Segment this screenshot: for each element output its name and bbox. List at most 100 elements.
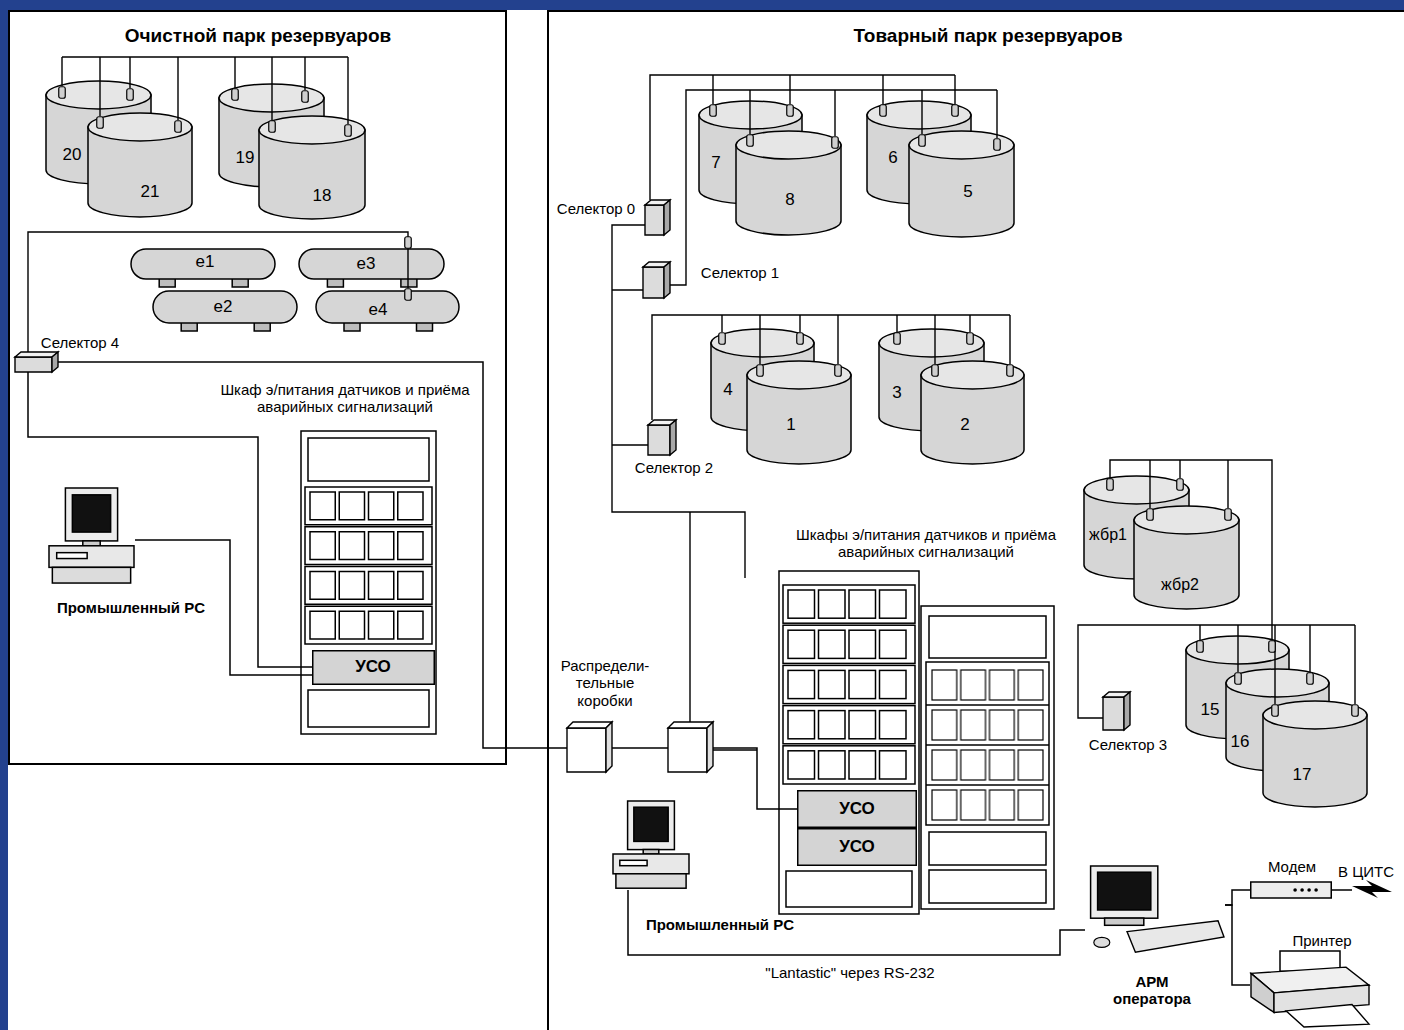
- pc-node: Промышленный PC: [612, 800, 690, 890]
- level-sensors: [1197, 641, 1204, 653]
- arm-shape: [1085, 865, 1225, 955]
- cabinet-shape: [308, 690, 429, 727]
- cabinet-shape: [783, 585, 915, 623]
- cabinet-shape: [783, 625, 915, 663]
- level-sensors: [405, 289, 412, 301]
- cabinet-shape: [788, 670, 815, 698]
- arm-shape: [1127, 921, 1224, 953]
- pc-shape: [616, 874, 686, 888]
- junction-box: [668, 722, 713, 728]
- level-sensors: [1352, 705, 1359, 717]
- pc-shape: [634, 807, 668, 841]
- pc-shape: [48, 487, 135, 585]
- pc-shape: [57, 553, 87, 559]
- cabinet-shape: [398, 572, 423, 600]
- node-label: 21: [141, 182, 160, 202]
- power-cabinet: [926, 744, 1049, 746]
- connector-layer: [28, 362, 1250, 985]
- cabinet-shape: [880, 590, 907, 618]
- node-label: 8: [785, 190, 794, 210]
- selector-shape: [645, 205, 664, 235]
- node-label: е1: [196, 252, 215, 272]
- junction-box: [707, 722, 713, 772]
- node-label: АРМ оператора: [1097, 973, 1207, 1008]
- power-cabinet: [926, 704, 1049, 706]
- level-sensors: [994, 139, 1001, 151]
- cabinet-shape: [819, 711, 846, 739]
- level-sensors: [1147, 509, 1154, 521]
- node-label: Селектор 4: [41, 334, 119, 351]
- vessel-node: е1: [130, 248, 276, 288]
- tank-shape: [1084, 476, 1189, 504]
- modem-shape: [1250, 880, 1332, 900]
- selector-node: Селектор 2: [648, 420, 676, 455]
- cabinet-shape: [779, 571, 919, 914]
- level-sensors: [1007, 365, 1014, 377]
- selector-node: Селектор 4: [15, 352, 58, 372]
- node-label: е3: [357, 254, 376, 274]
- vessel-node: е4: [315, 290, 460, 332]
- level-sensors: [405, 237, 412, 249]
- node-label: жбр1: [1089, 526, 1127, 544]
- node-label: Распредели- тельные коробки: [556, 657, 654, 709]
- pc-shape: [52, 567, 130, 583]
- tank-shape: [259, 116, 365, 144]
- label-holder: "Lantastic" через RS-232: [0, 0, 175, 17]
- sensor-wires: [670, 90, 997, 285]
- sensor-wires: [652, 315, 1010, 420]
- selector-node: Селектор 1: [643, 262, 670, 298]
- pc-node: Промышленный PC: [48, 487, 135, 585]
- box-node: Распредели- тельные коробки: [567, 722, 612, 772]
- selector-node: Селектор 3: [1103, 692, 1130, 730]
- node-label: УСО: [839, 837, 875, 857]
- level-sensors: [97, 117, 104, 129]
- pc-shape: [612, 800, 690, 890]
- node-label: Селектор 2: [635, 459, 713, 476]
- cabinet-shape: [310, 532, 335, 560]
- node-label: 20: [63, 145, 82, 165]
- tank-shape: [747, 361, 851, 389]
- node-label: 15: [1201, 700, 1220, 720]
- cabinet-shape: [880, 630, 907, 658]
- modem-shape: [1293, 888, 1297, 892]
- vessel-shape: [299, 249, 444, 279]
- level-sensors: [1177, 479, 1184, 491]
- cabinet-shape: [310, 611, 335, 639]
- cable-connector: [1225, 905, 1250, 985]
- power-cabinet: [921, 606, 1054, 909]
- uso-shape: [798, 829, 917, 866]
- node-label: Шкаф э/питания датчиков и приёма аварийн…: [214, 381, 476, 416]
- cabinet-shape: [788, 711, 815, 739]
- cabinet-shape: [786, 871, 912, 907]
- node-label: Промышленный PC: [57, 599, 205, 616]
- power-cabinet: [926, 784, 1049, 786]
- cabinet-shape: [819, 670, 846, 698]
- level-sensors: [952, 105, 959, 117]
- node-label: жбр2: [1161, 576, 1199, 594]
- uso-shape: [313, 651, 435, 685]
- sensor-wires: [650, 75, 955, 200]
- edge-label: "Lantastic" через RS-232: [762, 964, 937, 981]
- node-label: Селектор 0: [557, 200, 635, 217]
- sensor-wires: [1110, 460, 1272, 625]
- node-label: е2: [214, 297, 233, 317]
- level-sensors: [932, 365, 939, 377]
- vessel-shape: [153, 291, 297, 323]
- pc-shape: [72, 495, 110, 532]
- level-sensors: [832, 137, 839, 149]
- cabinet-shape: [783, 706, 915, 744]
- cable-connector: [58, 362, 567, 748]
- node-label: 2: [960, 415, 969, 435]
- cabinet-shape: [398, 611, 423, 639]
- vessel-shape: [131, 249, 275, 279]
- box-shape: [606, 722, 612, 772]
- cabinet-shape: [819, 590, 846, 618]
- level-sensors: [797, 333, 804, 345]
- modem-shape: [1314, 888, 1318, 892]
- node-label: Селектор 1: [701, 264, 779, 281]
- pc-shape: [49, 546, 134, 568]
- node-label: 16: [1231, 732, 1250, 752]
- node-label: 1: [786, 415, 795, 435]
- cabinet-shape: [369, 532, 394, 560]
